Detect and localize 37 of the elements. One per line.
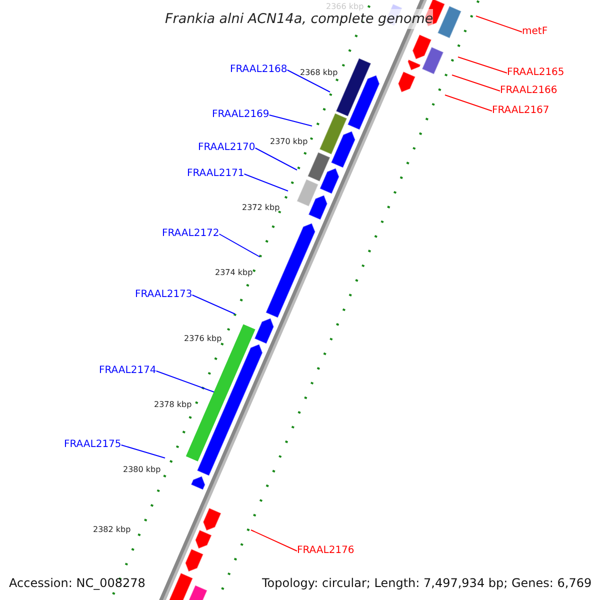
footer-text: Accession: NC_008278	[9, 575, 146, 592]
footer-text: Topology: circular; Length: 7,497,934 bp; Genes: 6,769	[262, 575, 592, 592]
scale-label: 2372 kbp	[242, 204, 280, 212]
gene-label: FRAAL2169	[212, 108, 270, 122]
leader-line	[250, 530, 298, 552]
gene-label: FRAAL2171	[187, 167, 244, 181]
leader-line	[218, 234, 260, 258]
scale-label: 2380 kbp	[123, 466, 161, 474]
gene-label: FRAAL2174	[99, 364, 156, 378]
leader-line	[444, 94, 492, 112]
leader-line	[286, 70, 330, 92]
scale-label: 2374 kbp	[215, 269, 253, 277]
gene-label: FRAAL2173	[135, 288, 192, 302]
leader-line	[244, 174, 288, 192]
scale-label: 2368 kbp	[300, 69, 338, 77]
scale-label: 2370 kbp	[270, 138, 308, 146]
scale-label: 2382 kbp	[93, 526, 131, 534]
leader-line	[268, 114, 312, 126]
gene-label: FRAAL2165	[507, 66, 564, 80]
gene-label: metF	[522, 25, 548, 39]
leader-line	[476, 16, 522, 32]
scale-label: 2376 kbp	[184, 335, 222, 343]
leader-line	[156, 370, 214, 392]
scale-label: 2378 kbp	[154, 401, 192, 409]
leader-line	[120, 444, 166, 458]
leader-line	[254, 148, 298, 170]
leader-line	[458, 56, 508, 74]
gene-label: FRAAL2167	[492, 104, 550, 118]
gene-label: FRAAL2170	[198, 141, 256, 155]
gene-label: FRAAL2172	[162, 227, 220, 241]
leader-line	[192, 294, 236, 314]
gene-label: FRAAL2166	[500, 84, 558, 98]
leader-line	[452, 74, 500, 92]
gene-label: FRAAL2175	[64, 438, 122, 452]
title: Frankia alni ACN14a, complete genome	[165, 9, 434, 30]
gene-label: FRAAL2168	[230, 63, 288, 77]
gene-label: FRAAL2176	[297, 544, 354, 558]
